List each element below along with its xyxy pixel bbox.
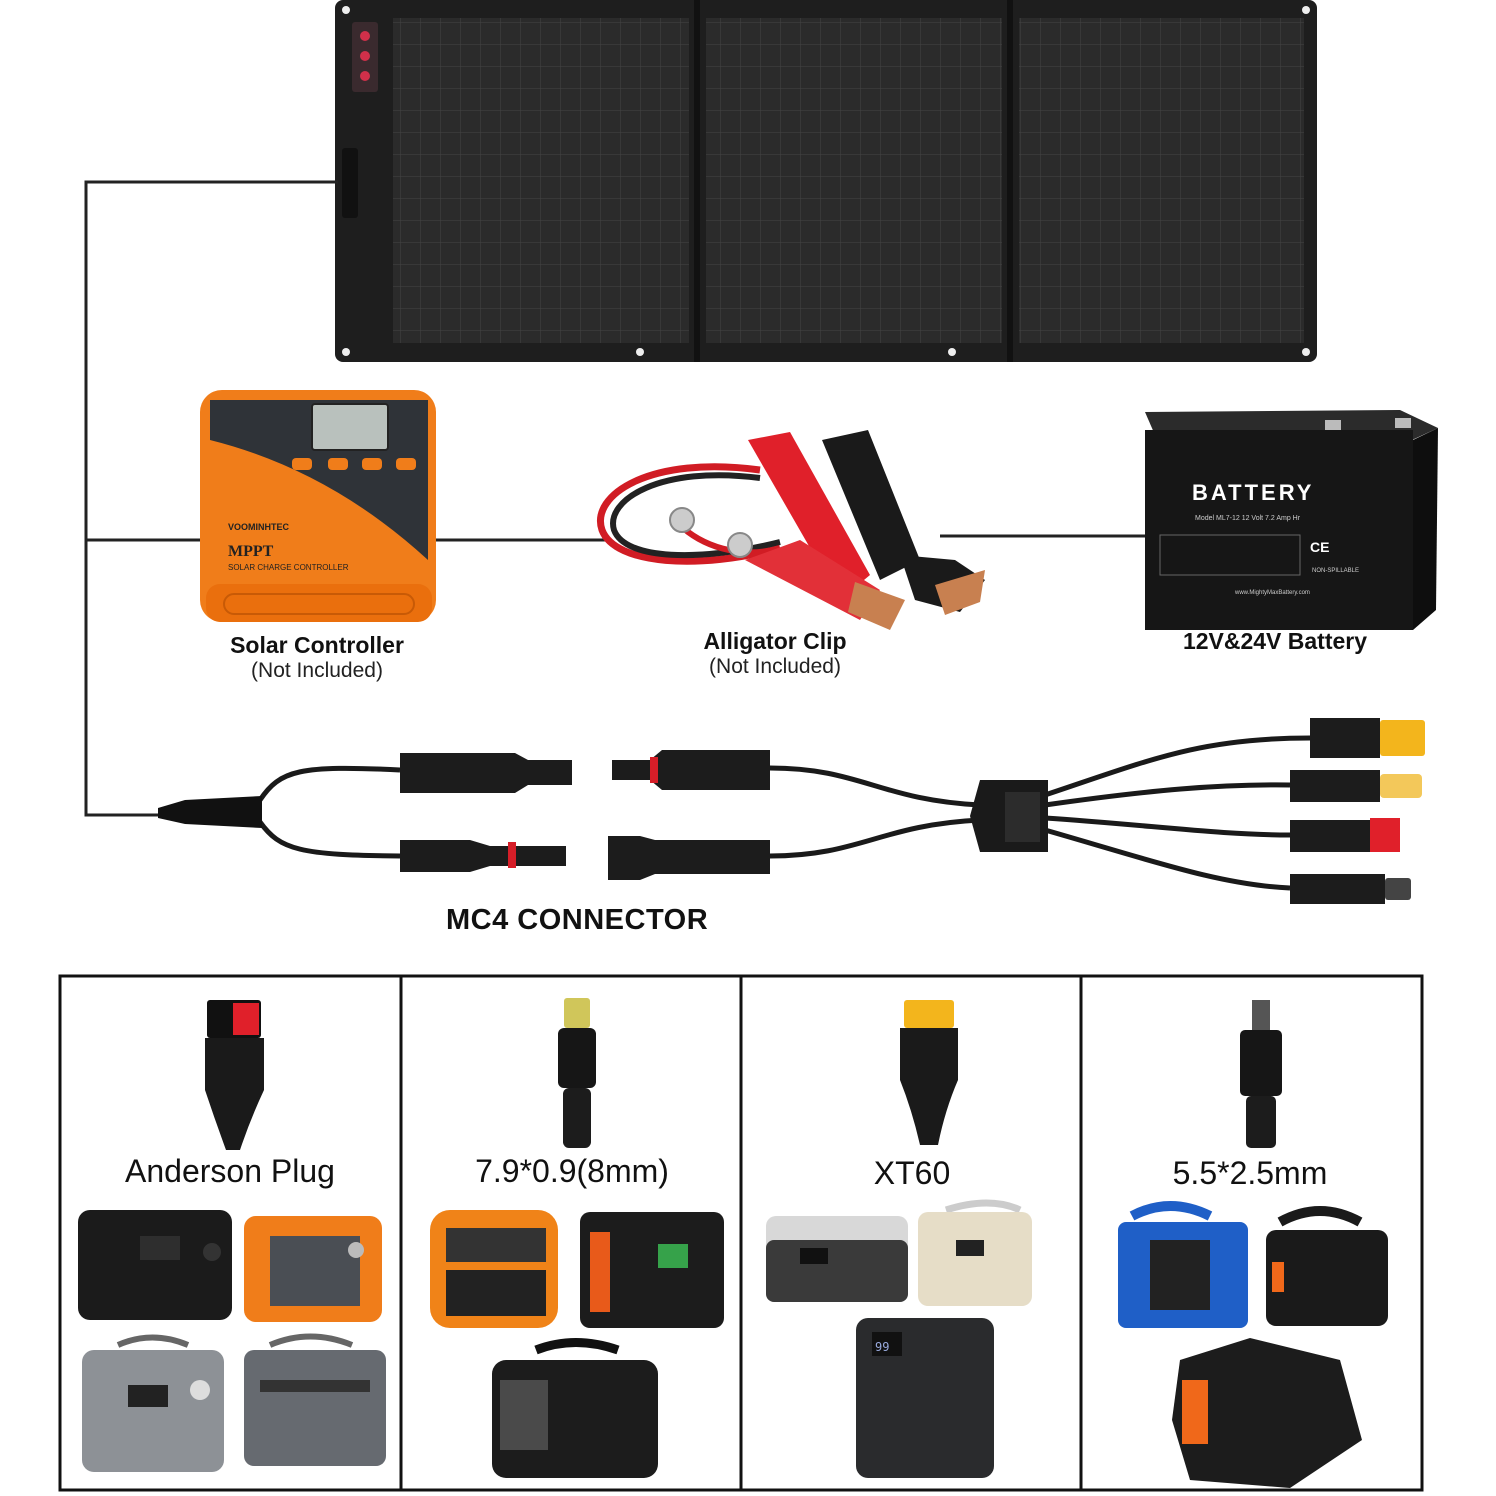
alligator-clip-note: (Not Included) — [709, 655, 841, 678]
plug-title-8mm: 7.9*0.9(8mm) — [475, 1153, 669, 1189]
solar-controller: VOOMINHTEC MPPT SOLAR CHARGE CONTROLLER — [200, 390, 436, 622]
alligator-clip-set — [597, 430, 985, 630]
device-xt60-3: 99 — [856, 1318, 994, 1478]
device-xt60-1 — [766, 1216, 908, 1302]
device-5525-1 — [1118, 1201, 1248, 1328]
mc4-connector-label: MC4 CONNECTOR — [446, 904, 709, 936]
battery-label: 12V&24V Battery — [1182, 628, 1368, 654]
device-5525-2 — [1266, 1206, 1388, 1326]
device-8mm-3 — [492, 1338, 658, 1478]
device-8mm-2 — [580, 1212, 724, 1328]
battery-website-print: www.MightyMaxBattery.com — [1234, 590, 1310, 596]
solar-controller-label-group: Solar Controller (Not Included) — [210, 632, 424, 683]
dc-8mm-plug-icon — [558, 998, 596, 1148]
device-5525-3 — [1172, 1338, 1362, 1488]
plug-title-anderson: Anderson Plug — [125, 1153, 335, 1189]
alligator-clip-label: Alligator Clip — [703, 628, 847, 654]
plug-title-xt60: XT60 — [873, 1155, 951, 1191]
device-anderson-1 — [78, 1210, 232, 1320]
device-xt60-screen-print: 99 — [875, 1340, 889, 1354]
controller-subtitle-print: SOLAR CHARGE CONTROLLER — [228, 563, 349, 572]
battery-label-group: 12V&24V Battery — [1150, 628, 1400, 655]
device-xt60-2 — [918, 1199, 1032, 1306]
device-anderson-4 — [244, 1333, 386, 1466]
battery-brand-print: BATTERY — [1192, 480, 1314, 505]
device-anderson-2 — [244, 1216, 382, 1322]
solar-panel — [335, 0, 1317, 362]
xt60-plug-icon — [900, 1000, 958, 1145]
compatibility-grid — [58, 974, 1424, 1492]
solar-controller-note: (Not Included) — [251, 659, 383, 682]
anderson-plug-icon — [205, 1000, 264, 1150]
battery: BATTERY Model ML7-12 12 Volt 7.2 Amp Hr … — [1145, 410, 1438, 630]
device-anderson-3 — [82, 1334, 224, 1472]
alligator-clip-label-group: Alligator Clip (Not Included) — [670, 628, 880, 679]
battery-model-print: Model ML7-12 12 Volt 7.2 Amp Hr — [1195, 515, 1301, 522]
controller-brand-print: VOOMINHTEC — [228, 522, 290, 532]
device-8mm-1 — [430, 1210, 558, 1328]
dc-5525-plug-icon — [1240, 1000, 1282, 1148]
cable-lines — [84, 180, 1170, 817]
battery-nonspill-print: NON-SPILLABLE — [1312, 568, 1359, 574]
plug-title-5525: 5.5*2.5mm — [1172, 1155, 1328, 1191]
solar-controller-label: Solar Controller — [230, 632, 404, 658]
controller-model-print: MPPT — [228, 543, 274, 560]
mc4-connector-assembly — [158, 718, 1425, 904]
battery-cert-print: CE — [1310, 539, 1329, 555]
